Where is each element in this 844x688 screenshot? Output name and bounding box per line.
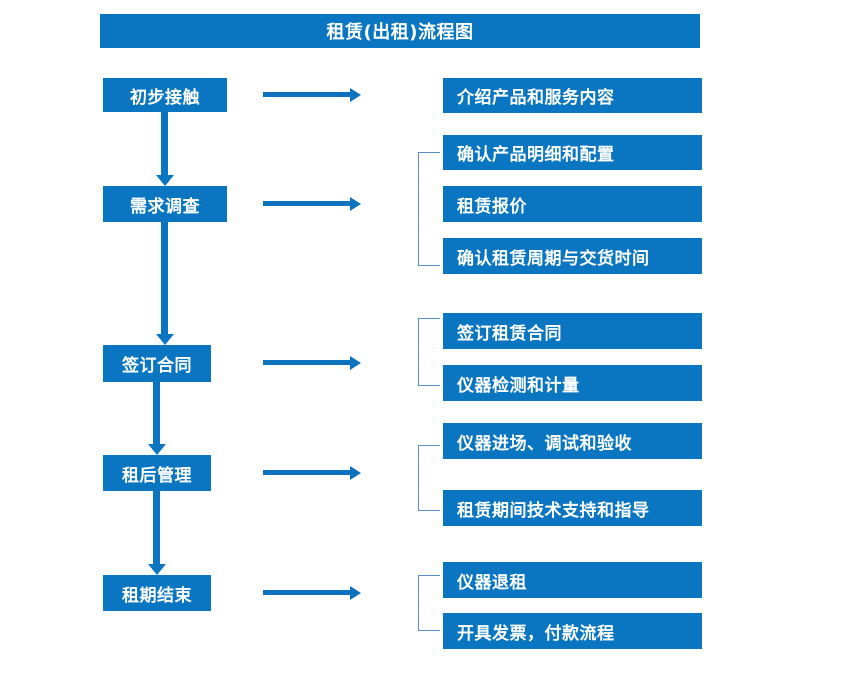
stage-node-签订合同[interactable]: 签订合同 [103, 345, 211, 382]
connector-arrow-right-1 [263, 87, 361, 103]
connector-arrow-right-3 [263, 355, 361, 371]
detail-node-签订租赁合同[interactable]: 签订租赁合同 [443, 313, 702, 349]
connector-arrow-right-5 [263, 585, 361, 601]
connector-arrow-right-2 [263, 196, 361, 212]
detail-node-确认产品明细和配置[interactable]: 确认产品明细和配置 [443, 135, 702, 170]
connector-arrow-down-2 [156, 222, 174, 345]
stage-node-需求调查[interactable]: 需求调查 [103, 186, 227, 222]
detail-node-开具发票付款流程[interactable]: 开具发票，付款流程 [443, 613, 702, 649]
detail-node-仪器退租[interactable]: 仪器退租 [443, 562, 702, 598]
detail-node-仪器检测和计量[interactable]: 仪器检测和计量 [443, 365, 702, 401]
group-bracket-租期结束 [418, 575, 440, 631]
group-bracket-租后管理 [418, 445, 440, 511]
stage-node-初步接触[interactable]: 初步接触 [103, 78, 227, 112]
diagram-title: 租赁(出租)流程图 [100, 14, 700, 48]
detail-node-仪器进场调试和验收[interactable]: 仪器进场、调试和验收 [443, 423, 702, 459]
group-bracket-需求调查 [418, 152, 440, 266]
detail-node-租赁期间技术支持和指导[interactable]: 租赁期间技术支持和指导 [443, 490, 702, 526]
stage-node-租期结束[interactable]: 租期结束 [103, 575, 211, 611]
connector-arrow-right-4 [263, 465, 361, 481]
connector-arrow-down-3 [148, 382, 166, 455]
detail-node-确认租赁周期与交货时间[interactable]: 确认租赁周期与交货时间 [443, 238, 702, 274]
detail-node-介绍产品和服务内容[interactable]: 介绍产品和服务内容 [443, 78, 702, 113]
group-bracket-签订合同 [418, 318, 440, 386]
detail-node-租赁报价[interactable]: 租赁报价 [443, 186, 702, 222]
connector-arrow-down-4 [148, 491, 166, 575]
connector-arrow-down-1 [156, 112, 174, 186]
stage-node-租后管理[interactable]: 租后管理 [103, 455, 211, 491]
